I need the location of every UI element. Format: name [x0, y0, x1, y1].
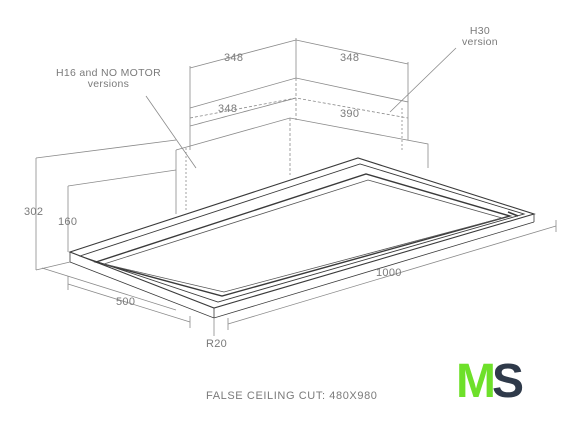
- motor-box: [175, 77, 429, 214]
- dim-panel-height: 160: [58, 216, 78, 228]
- logo-letter-m: M: [456, 355, 493, 401]
- callout-h16-line1: H16 and NO MOTOR: [56, 67, 161, 79]
- dim-motor-front-depth: 390: [340, 108, 360, 120]
- dim-motor-top-left: 348: [224, 52, 244, 64]
- dim-total-height: 302: [24, 206, 44, 218]
- main-panel: [68, 157, 536, 319]
- dim-length: 1000: [376, 267, 402, 279]
- callout-h30-line1: H30: [469, 25, 491, 37]
- ms-logo: M S: [456, 355, 524, 401]
- logo-letter-s: S: [492, 355, 524, 401]
- dim-depth: 500: [116, 296, 136, 308]
- depth-length-dimension-lines: [67, 220, 557, 336]
- callout-h16-line2: versions: [87, 78, 130, 90]
- dim-motor-top-right: 348: [340, 52, 360, 64]
- height-dimension-lines: [35, 139, 177, 311]
- callout-h30-line2: version: [462, 36, 498, 48]
- dim-motor-front-width: 348: [218, 103, 238, 115]
- false-ceiling-caption: FALSE CEILING CUT: 480X980: [206, 390, 378, 402]
- dim-corner-radius: R20: [206, 338, 228, 350]
- callout-h30: H30 version: [462, 26, 498, 48]
- top-dimension-lines: [189, 38, 409, 127]
- callout-leaders: [145, 47, 457, 169]
- callout-h16: H16 and NO MOTOR versions: [56, 68, 161, 90]
